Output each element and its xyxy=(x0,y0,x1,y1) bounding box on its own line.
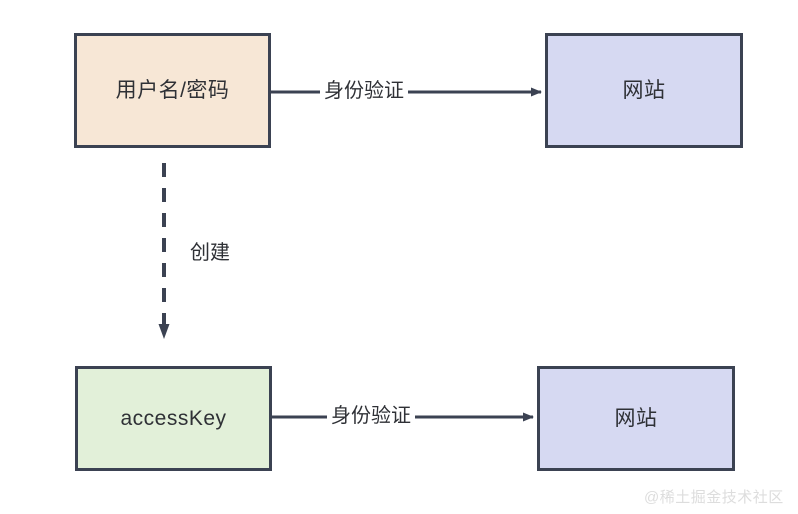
node-site-bottom[interactable]: 网站 xyxy=(537,366,735,471)
node-accesskey-label: accessKey xyxy=(120,407,227,430)
watermark: @稀土掘金技术社区 xyxy=(644,489,784,506)
node-site-top-label: 网站 xyxy=(622,79,666,102)
node-accesskey[interactable]: accessKey xyxy=(75,366,272,471)
edge-label-create: 创建 xyxy=(190,242,230,264)
node-credentials-label: 用户名/密码 xyxy=(115,79,230,102)
edge-label-auth-bottom: 身份验证 xyxy=(327,406,415,426)
node-site-bottom-label: 网站 xyxy=(614,407,658,430)
edge-label-auth-top: 身份验证 xyxy=(320,81,408,101)
node-credentials[interactable]: 用户名/密码 xyxy=(74,33,271,148)
node-site-top[interactable]: 网站 xyxy=(545,33,743,148)
